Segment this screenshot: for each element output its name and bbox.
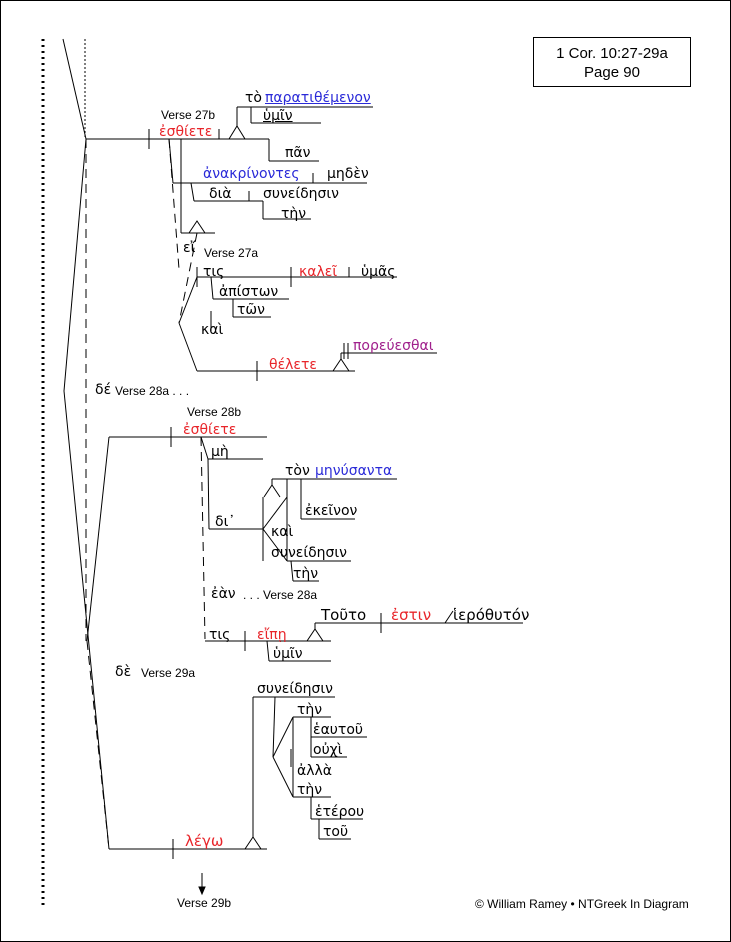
word-anakrinontes: ἀνακρίνοντες bbox=[203, 166, 300, 182]
reference-passage: 1 Cor. 10:27-29a bbox=[556, 45, 668, 62]
word-menusanta: μηνύσαντα bbox=[315, 463, 393, 479]
word-ean: ἐὰν bbox=[211, 586, 236, 602]
word-me: μὴ bbox=[211, 444, 229, 460]
word-tis-2: τις bbox=[209, 627, 231, 643]
word-tis-1: τις bbox=[203, 264, 225, 280]
word-ouchi: οὐχὶ bbox=[313, 742, 343, 758]
word-hierothuton: ἱερόθυτόν bbox=[453, 606, 530, 624]
word-ten-2: τὴν bbox=[293, 566, 319, 582]
word-de-1: δέ bbox=[95, 382, 112, 398]
word-paratithemenon: παρατιθέμενον bbox=[265, 90, 371, 106]
word-kai-1: καὶ bbox=[201, 322, 224, 338]
word-pan: πᾶν bbox=[285, 145, 311, 161]
label-verse-27a: Verse 27a bbox=[204, 246, 259, 260]
word-ei: εἴ bbox=[183, 240, 196, 256]
word-lego: λέγω bbox=[185, 832, 224, 850]
word-esthiete-1: ἐσθίετε bbox=[159, 124, 213, 140]
word-thelete: θέλετε bbox=[269, 357, 317, 373]
word-kai-2: καὶ bbox=[271, 524, 294, 540]
reference-page: Page 90 bbox=[584, 64, 640, 81]
word-ton-2: τὸν bbox=[285, 463, 310, 479]
word-ten-4: τὴν bbox=[297, 782, 323, 798]
label-verse-28a: Verse 28a . . . bbox=[115, 384, 190, 398]
label-verse-27b: Verse 27b bbox=[161, 108, 216, 122]
fan-28b-slant bbox=[86, 436, 110, 642]
word-suneidesin-3: συνείδησιν bbox=[257, 681, 333, 697]
word-humin-1: ὑμῖν bbox=[263, 108, 293, 124]
word-tou: τοῦ bbox=[323, 824, 349, 840]
word-eipe: εἴπῃ bbox=[257, 627, 287, 643]
word-humas: ὑμᾶς bbox=[361, 264, 396, 280]
word-meden: μηδὲν bbox=[327, 166, 369, 182]
word-alla: ἀλλὰ bbox=[297, 763, 333, 779]
word-esthiete-2: ἐσθίετε bbox=[183, 422, 237, 438]
word-kalei: καλεῖ bbox=[299, 264, 338, 280]
label-verse-28a-cont: . . . Verse 28a bbox=[243, 588, 318, 602]
word-ton-1: τῶν bbox=[237, 302, 265, 318]
label-verse-28b: Verse 28b bbox=[187, 405, 242, 419]
word-touto: Τοῦτο bbox=[321, 606, 367, 624]
word-apiston: ἀπίστων bbox=[219, 284, 279, 300]
word-heterou: ἑτέρου bbox=[315, 804, 365, 820]
fan-main-upper bbox=[63, 138, 87, 392]
word-ten-1: τὴν bbox=[281, 206, 307, 222]
word-dia: διὰ bbox=[209, 186, 232, 202]
fan-top-solid bbox=[62, 38, 87, 140]
word-estin: ἐστιν bbox=[391, 606, 432, 624]
reference-box: 1 Cor. 10:27-29a Page 90 bbox=[533, 37, 691, 87]
word-heautou: ἑαυτοῦ bbox=[313, 722, 363, 738]
fan-29a-dash bbox=[86, 640, 110, 850]
word-to: τὸ bbox=[245, 90, 262, 106]
label-verse-29a: Verse 29a bbox=[141, 666, 196, 680]
word-suneidesin-2: συνείδησιν bbox=[271, 545, 347, 561]
label-verse-29b: Verse 29b bbox=[177, 896, 232, 910]
word-humin-2: ὑμῖν bbox=[273, 646, 303, 662]
copyright-footer: © William Ramey • NTGreek In Diagram bbox=[475, 897, 689, 911]
word-poreuesthai: πορεύεσθαι bbox=[353, 338, 434, 354]
word-de-2: δὲ bbox=[115, 664, 132, 680]
word-ekeinon: ἐκεῖνον bbox=[305, 503, 358, 519]
word-ten-3: τὴν bbox=[297, 702, 323, 718]
word-suneidesin-1: συνείδησιν bbox=[263, 186, 339, 202]
word-di: δι᾽ bbox=[215, 514, 236, 530]
